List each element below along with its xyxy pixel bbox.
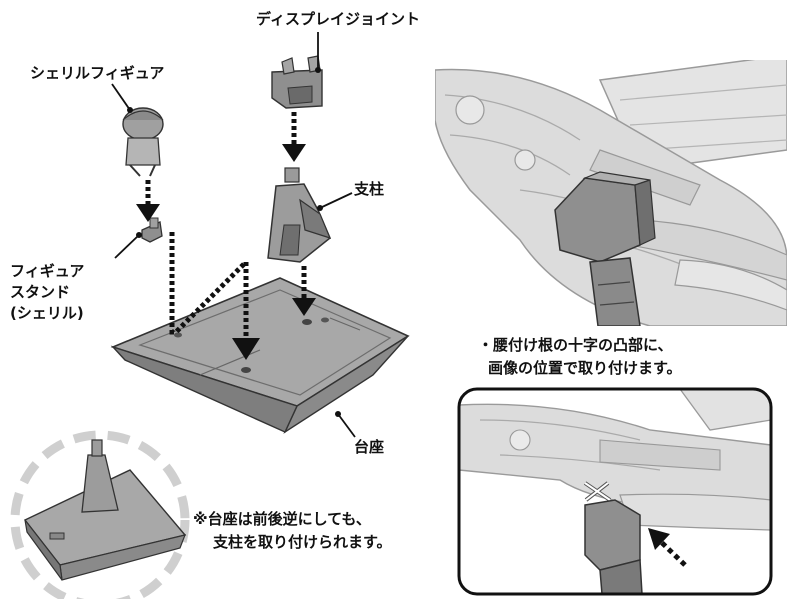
aircraft-closeup-top xyxy=(435,60,787,326)
pillar-part xyxy=(267,167,332,263)
figure-stand-label-line1: フィギュア xyxy=(10,262,85,280)
waist-mount-note-line1: ・腰付け根の十字の凸部に、 xyxy=(478,336,673,354)
figure-stand-label-line2: スタンド xyxy=(10,283,71,301)
reversed-base-detail xyxy=(10,430,190,599)
base-label: 台座 xyxy=(354,438,385,456)
mount-inset xyxy=(457,387,773,596)
reverse-base-note-line1: ※台座は前後逆にしても、 xyxy=(193,510,371,528)
waist-mount-note-line2: 画像の位置で取り付けます。 xyxy=(488,359,682,377)
figure-stand-label: フィギュア スタンド (シェリル) xyxy=(10,261,84,324)
figure-stand-label-line3: (シェリル) xyxy=(10,304,84,322)
leader-dots xyxy=(127,67,341,417)
reverse-base-note-line2: 支柱を取り付けられます。 xyxy=(213,533,392,551)
leader-lines xyxy=(111,32,356,438)
reverse-base-note: ※台座は前後逆にしても、 支柱を取り付けられます。 xyxy=(193,508,392,554)
assembly-arrows xyxy=(145,112,307,338)
base-plate xyxy=(110,277,410,434)
figure-stand-part xyxy=(141,217,163,243)
display-joint-label: ディスプレイジョイント xyxy=(256,10,420,28)
waist-mount-note: ・腰付け根の十字の凸部に、 画像の位置で取り付けます。 xyxy=(478,334,682,380)
sheryl-figure xyxy=(122,107,164,177)
display-joint-part xyxy=(271,55,323,109)
pillar-label: 支柱 xyxy=(354,180,385,198)
sheryl-figure-label: シェリルフィギュア xyxy=(30,64,165,82)
arrow-heads xyxy=(136,144,316,360)
